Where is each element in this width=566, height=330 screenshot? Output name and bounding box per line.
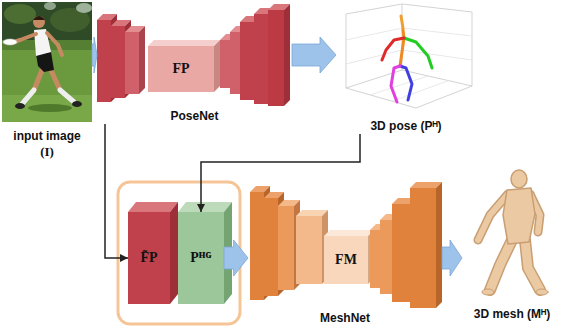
- caption-label: MeshNet: [320, 310, 370, 326]
- network-block: PoseNet FP: [97, 2, 292, 124]
- pose-skeleton: [382, 16, 432, 102]
- layer-symbol: F̃P: [140, 250, 157, 266]
- caption-label: (I): [40, 144, 54, 160]
- caption-label: input image: [13, 128, 80, 144]
- heatmap-layer: Pᴴᴳ: [178, 212, 224, 304]
- flow-arrow: [442, 240, 462, 276]
- connector-line: [197, 134, 360, 212]
- flow-arrow: [292, 37, 336, 73]
- caption-label: 3D pose (Pᴴ): [370, 118, 441, 134]
- flow-arrow: [92, 37, 97, 73]
- flow-arrow-shape: [442, 240, 462, 276]
- layer-symbol: FP: [172, 61, 189, 77]
- input-image: input image(I): [2, 2, 92, 160]
- layer-symbol: FM: [335, 252, 357, 268]
- flow-arrow-shape: [224, 240, 248, 276]
- caption-label: 3D mesh (Mᴴ): [474, 306, 551, 322]
- concat-frame: [118, 182, 240, 324]
- arrow-head: [197, 204, 205, 212]
- connector-line: [105, 124, 128, 262]
- flow-arrow: [224, 240, 248, 276]
- feature-layer: FP: [148, 46, 214, 92]
- connector-path: [105, 124, 128, 258]
- input-photo: [2, 2, 92, 122]
- flow-arrow-shape: [92, 37, 97, 73]
- meshnet-layers: [250, 182, 442, 308]
- network-block: MeshNet FM: [248, 176, 442, 326]
- mesh-output: 3D mesh (Mᴴ): [462, 166, 562, 322]
- concat-layers: [128, 202, 232, 304]
- layer-symbol: Pᴴᴳ: [190, 250, 212, 266]
- arrow-head: [120, 254, 128, 262]
- mesh-figure: [478, 170, 548, 295]
- pose-output: 3D pose (Pᴴ): [336, 2, 476, 134]
- feature-layer: FM: [324, 236, 368, 284]
- caption-label: PoseNet: [170, 108, 218, 124]
- feature-layer: F̃P: [128, 212, 170, 304]
- pose-plot: [346, 4, 472, 108]
- connector-path: [201, 134, 360, 212]
- posenet-layers: [97, 4, 290, 106]
- flow-arrow-shape: [292, 37, 336, 73]
